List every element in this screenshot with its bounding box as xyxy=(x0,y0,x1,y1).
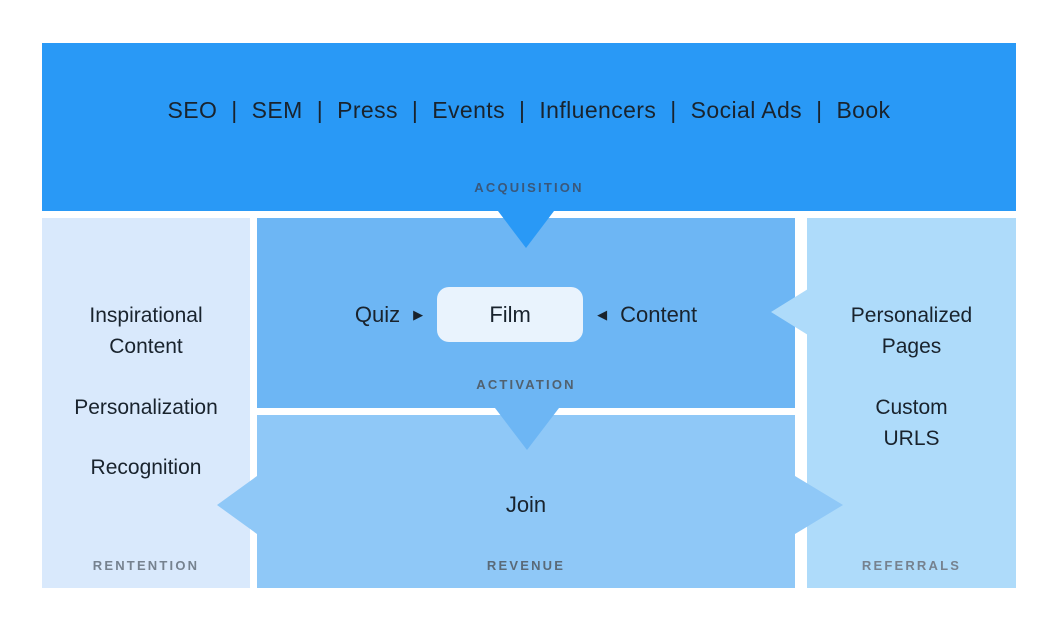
film-box: Film xyxy=(437,287,584,342)
channel-separator: | xyxy=(518,97,526,123)
referrals-item-custom-urls: Custom URLS xyxy=(875,396,948,450)
retention-item-recognition: Recognition xyxy=(90,456,202,479)
channel-separator: | xyxy=(231,97,238,123)
channel-separator: | xyxy=(670,97,677,123)
activation-label: ACTIVATION xyxy=(476,377,576,392)
referrals-item-personalized-pages: Personalized Pages xyxy=(850,304,973,358)
channel-separator: | xyxy=(411,97,419,123)
channel-influencers: Influencers xyxy=(539,97,657,123)
activation-to-revenue-arrow xyxy=(495,408,559,450)
arrow-left-icon: ◀ xyxy=(597,306,608,322)
referrals-to-activation-arrow xyxy=(771,289,808,335)
revenue-label: REVENUE xyxy=(486,558,566,573)
revenue-to-retention-arrow xyxy=(217,476,257,534)
revenue-to-referrals-arrow xyxy=(795,476,843,534)
acquisition-band: SEO | SEM | Press | Events | Influencers… xyxy=(42,43,1016,211)
channel-sem: SEM xyxy=(251,97,303,123)
activation-row: Quiz ▶ Film ◀ Content xyxy=(257,287,795,342)
channel-seo: SEO xyxy=(167,97,218,123)
retention-panel: Inspirational Content Personalization Re… xyxy=(42,218,250,588)
arrow-right-icon: ▶ xyxy=(413,306,424,322)
retention-item-inspirational-content: Inspirational Content xyxy=(89,304,203,358)
referrals-label: REFERRALS xyxy=(861,558,962,573)
acquisition-channels: SEO | SEM | Press | Events | Influencers… xyxy=(42,93,1016,127)
acquisition-label: ACQUISITION xyxy=(474,180,584,195)
retention-label: RENTENTION xyxy=(92,558,200,573)
content-text: Content xyxy=(620,301,698,327)
quiz-text: Quiz xyxy=(354,301,401,327)
channel-book: Book xyxy=(836,97,891,123)
channel-social-ads: Social Ads xyxy=(690,97,803,123)
acquisition-to-activation-arrow xyxy=(498,211,554,248)
join-text: Join xyxy=(505,492,547,517)
channel-separator: | xyxy=(816,97,823,123)
channel-separator: | xyxy=(316,97,324,123)
activation-panel: Quiz ▶ Film ◀ Content ACTIVATION xyxy=(257,218,795,408)
channel-events: Events xyxy=(432,97,505,123)
channel-press: Press xyxy=(337,97,398,123)
retention-item-personalization: Personalization xyxy=(74,396,218,419)
